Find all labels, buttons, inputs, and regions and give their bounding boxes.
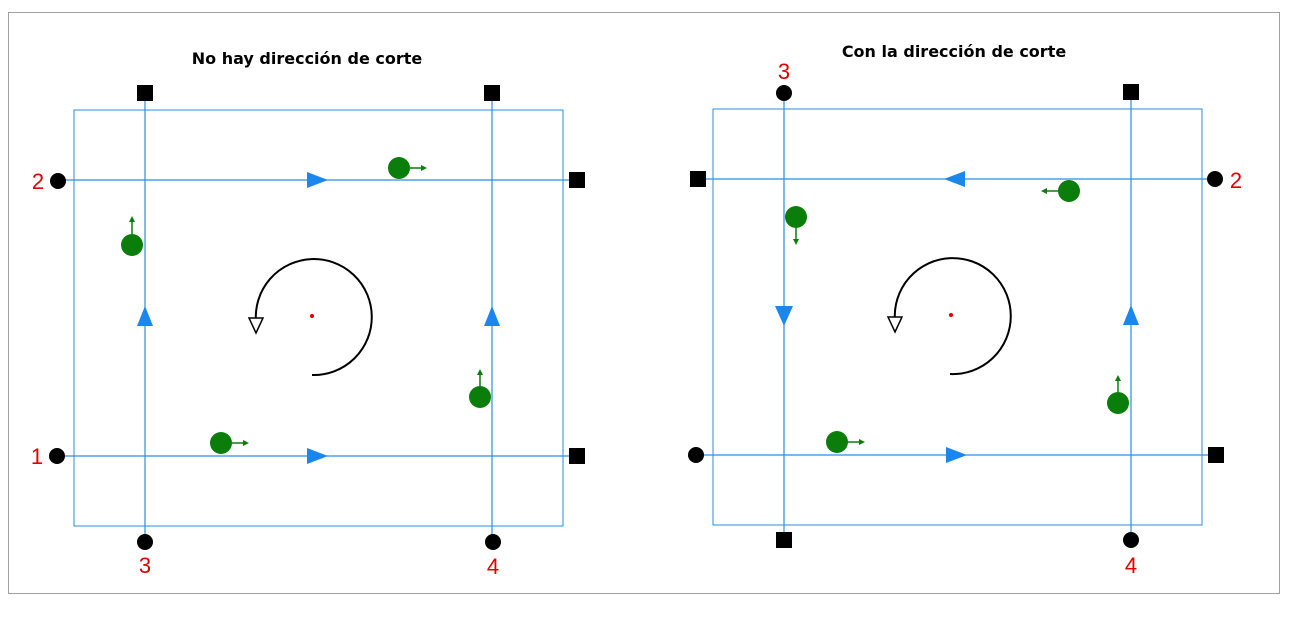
figure-frame xyxy=(8,12,1280,594)
panel-with-cut-direction: Con la dirección de corte 3 2 4 xyxy=(688,42,1242,578)
start-marker xyxy=(688,447,704,463)
workpiece-outline xyxy=(73,109,564,527)
pass-label: 4 xyxy=(1125,553,1137,578)
tool-with-feed-arrow xyxy=(469,369,491,408)
tool-with-feed-arrow xyxy=(388,157,427,179)
pass-arrow-right xyxy=(307,172,328,188)
pass-arrow-right xyxy=(307,448,328,464)
pass-arrow-up xyxy=(484,306,500,326)
tool-with-feed-arrow xyxy=(1107,375,1129,414)
start-marker xyxy=(776,85,792,101)
pass-label: 3 xyxy=(139,553,151,578)
center-point xyxy=(949,313,953,317)
pass-arrow-up xyxy=(1123,305,1139,325)
rotation-arc xyxy=(254,258,373,377)
end-marker xyxy=(569,172,585,188)
pass-label: 2 xyxy=(1230,168,1242,193)
tool-with-feed-arrow xyxy=(210,432,249,454)
pass-arrow-up xyxy=(137,306,153,326)
pass-label: 3 xyxy=(778,59,790,84)
start-marker xyxy=(49,448,65,464)
start-marker xyxy=(137,534,153,550)
pass-arrow-down xyxy=(775,306,793,326)
panel-title: Con la dirección de corte xyxy=(842,42,1067,61)
end-marker xyxy=(569,448,585,464)
rotation-arrowhead xyxy=(247,317,265,335)
center-point xyxy=(310,314,314,318)
end-marker xyxy=(1123,84,1139,100)
panel-title: No hay dirección de corte xyxy=(192,49,423,68)
rotation-arrowhead xyxy=(886,316,904,334)
pass-arrow-left xyxy=(944,171,965,187)
pass-label: 1 xyxy=(31,444,43,469)
start-marker xyxy=(50,173,66,189)
start-marker xyxy=(1207,171,1223,187)
end-marker xyxy=(484,85,500,101)
tool-with-feed-arrow xyxy=(121,216,143,256)
end-marker xyxy=(776,532,792,548)
tool-with-feed-arrow xyxy=(826,431,865,453)
end-marker xyxy=(137,85,153,101)
end-marker xyxy=(690,171,706,187)
end-marker xyxy=(1208,447,1224,463)
panel-no-cut-direction: No hay dirección de corte 2 1 3 4 xyxy=(31,49,585,579)
pass-label: 2 xyxy=(32,169,44,194)
tool-with-feed-arrow xyxy=(1041,180,1080,202)
tool-with-feed-arrow xyxy=(785,206,807,245)
pass-label: 4 xyxy=(487,554,499,579)
start-marker xyxy=(1123,532,1139,548)
start-marker xyxy=(485,534,501,550)
pass-arrow-right xyxy=(946,447,967,463)
rotation-arc xyxy=(893,257,1012,376)
workpiece-outline xyxy=(712,108,1203,526)
